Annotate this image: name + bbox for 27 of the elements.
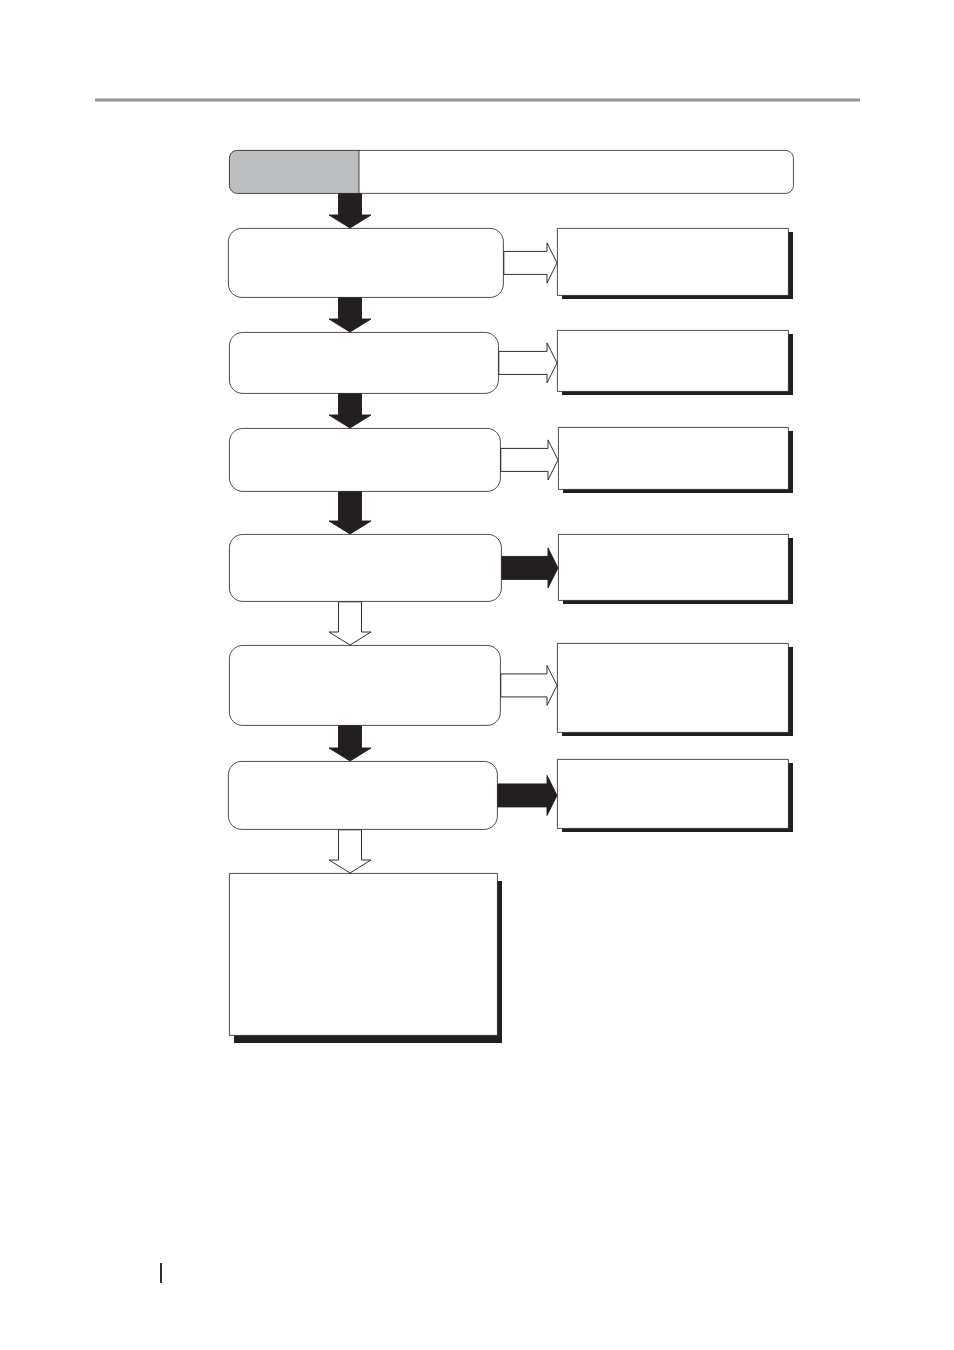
shadowed-box xyxy=(229,873,502,1043)
block-arrow xyxy=(500,439,559,481)
block-arrow xyxy=(500,664,558,706)
shadowed-box xyxy=(557,643,793,736)
block-arrow xyxy=(501,547,559,589)
block-arrow xyxy=(328,393,372,429)
block-arrow xyxy=(328,193,372,229)
rounded-box xyxy=(229,428,501,492)
block-arrow xyxy=(328,601,372,646)
header-bar xyxy=(229,149,794,194)
rounded-box xyxy=(229,645,501,726)
block-arrow xyxy=(497,774,558,816)
rounded-box xyxy=(229,534,502,602)
block-arrow xyxy=(328,297,372,333)
shadowed-box xyxy=(557,228,793,299)
shadowed-box xyxy=(558,427,793,493)
shadowed-box xyxy=(557,330,793,395)
block-arrow xyxy=(328,725,372,762)
block-arrow xyxy=(328,491,372,535)
block-arrow xyxy=(328,829,372,874)
shadowed-box xyxy=(557,759,793,832)
block-arrow xyxy=(498,342,558,384)
rounded-box xyxy=(228,228,504,298)
rounded-box xyxy=(229,332,499,394)
block-arrow xyxy=(503,242,558,284)
shadowed-box xyxy=(558,534,793,604)
rounded-box xyxy=(228,761,498,830)
